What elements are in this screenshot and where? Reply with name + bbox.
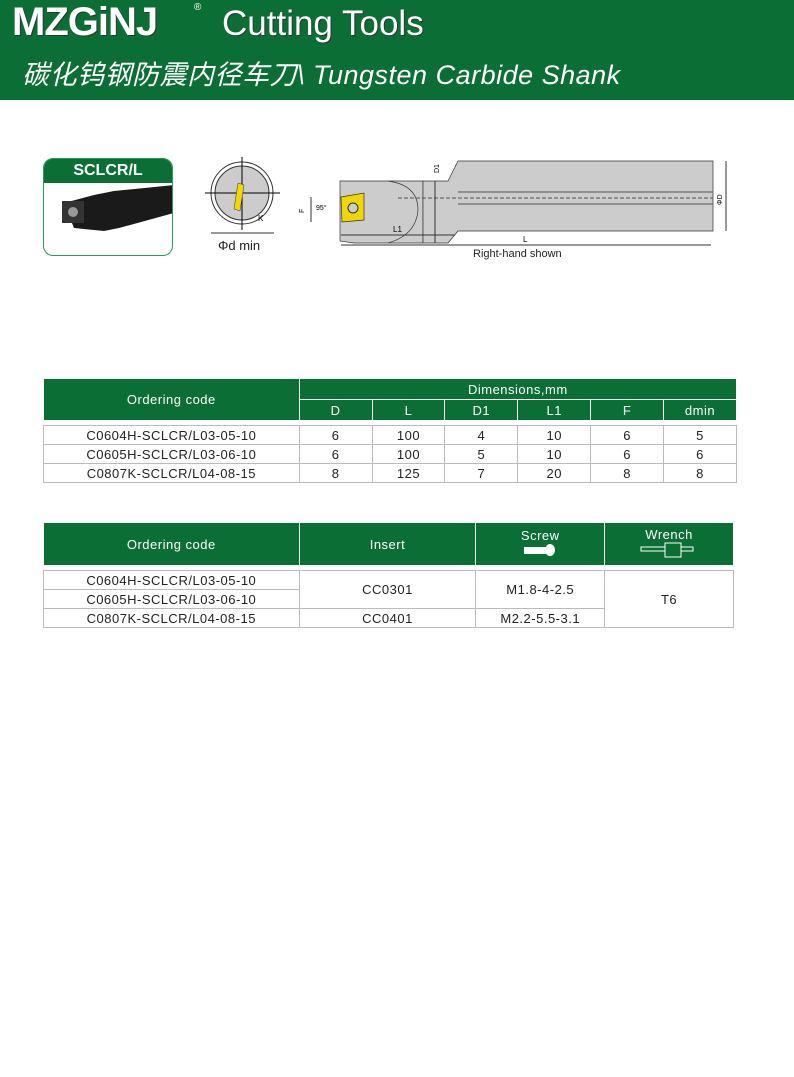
screw-icon (524, 544, 556, 556)
insert-cell: CC0301 (298, 570, 477, 609)
dimension-value: 100 (371, 425, 446, 445)
dimensions-header: Dimensions,mm (298, 378, 738, 400)
column-header-f: F (590, 399, 665, 421)
column-header-d: D (298, 399, 373, 421)
wrench-label: Wrench (645, 527, 693, 542)
ordering-code: C0604H-SCLCR/L03-05-10 (43, 425, 300, 445)
column-header-dmin: dmin (663, 399, 737, 421)
screw-cell: M2.2-5.5-3.1 (475, 608, 606, 628)
dimension-value: 6 (298, 425, 373, 445)
dimension-value: 6 (298, 444, 373, 464)
dimension-value: 125 (371, 463, 446, 483)
dimension-value: 7 (444, 463, 519, 483)
dimension-value: 5 (663, 425, 737, 445)
dimension-value: 6 (590, 425, 665, 445)
ordering-code: C0807K-SCLCR/L04-08-15 (43, 463, 300, 483)
parts-table: Ordering code Insert Screw Wrench C0604H… (43, 522, 734, 628)
dimension-value: 8 (663, 463, 737, 483)
table-row: C0807K-SCLCR/L04-08-15 CC0401 M2.2-5.5-3… (43, 608, 734, 628)
dimension-value: 6 (663, 444, 737, 464)
dimension-value: 10 (517, 444, 592, 464)
k-label: K (258, 214, 264, 223)
thumbnail-label: SCLCR/L (44, 159, 172, 183)
ordering-code: C0604H-SCLCR/L03-05-10 (43, 570, 300, 590)
f-label: F (299, 209, 306, 213)
column-header-d1: D1 (444, 399, 519, 421)
dimension-value: 100 (371, 444, 446, 464)
wrench-header: Wrench (604, 522, 734, 566)
dimension-value: 20 (517, 463, 592, 483)
ordering-code: C0807K-SCLCR/L04-08-15 (43, 608, 300, 628)
l-label: L (523, 235, 528, 244)
dimension-value: 5 (444, 444, 519, 464)
angle-label: 95° (316, 204, 327, 212)
min-bore-label: Φd min (218, 238, 260, 253)
screw-cell: M1.8-4-2.5 (475, 570, 606, 609)
registered-mark: ® (194, 2, 202, 13)
wrench-cell: T6 (604, 570, 734, 628)
brand-logo: MZGiNJ (12, 0, 158, 44)
ordering-code-header: Ordering code (43, 522, 300, 566)
d-label: ΦD (717, 194, 724, 205)
screw-header: Screw (475, 522, 606, 566)
ordering-code-header: Ordering code (43, 378, 300, 421)
bore-diagram: K Φd min (205, 157, 280, 253)
insert-header: Insert (298, 522, 477, 566)
column-header-l: L (371, 399, 446, 421)
dimension-value: 8 (298, 463, 373, 483)
product-thumbnail: SCLCR/L (43, 158, 173, 256)
page-title: Cutting Tools (222, 4, 424, 43)
insert-cell: CC0401 (298, 608, 477, 628)
ordering-code: C0605H-SCLCR/L03-06-10 (43, 444, 300, 464)
dimension-value: 8 (590, 463, 665, 483)
drawing-caption: Right-hand shown (473, 248, 562, 260)
wrench-icon (640, 542, 694, 558)
tool-dimension-drawing: 95° F D1 ΦD L1 L Right-hand shown (299, 160, 727, 260)
page-subtitle: 碳化钨钢防震内径车刀\ Tungsten Carbide Shank (22, 60, 621, 90)
screw-label: Screw (520, 528, 560, 543)
dimension-value: 10 (517, 425, 592, 445)
ordering-code: C0605H-SCLCR/L03-06-10 (43, 589, 300, 609)
column-header-l1: L1 (517, 399, 592, 421)
d1-label: D1 (434, 164, 441, 173)
table-row: C0604H-SCLCR/L03-05-10 CC0301 M1.8-4-2.5… (43, 570, 734, 628)
table-row: C0605H-SCLCR/L03-06-10 (43, 589, 734, 609)
header-banner: MZGiNJ ® Cutting Tools 碳化钨钢防震内径车刀\ Tungs… (0, 0, 794, 100)
dimension-value: 6 (590, 444, 665, 464)
dimension-value: 4 (444, 425, 519, 445)
l1-label: L1 (393, 225, 402, 234)
tool-photo-icon (62, 185, 172, 231)
